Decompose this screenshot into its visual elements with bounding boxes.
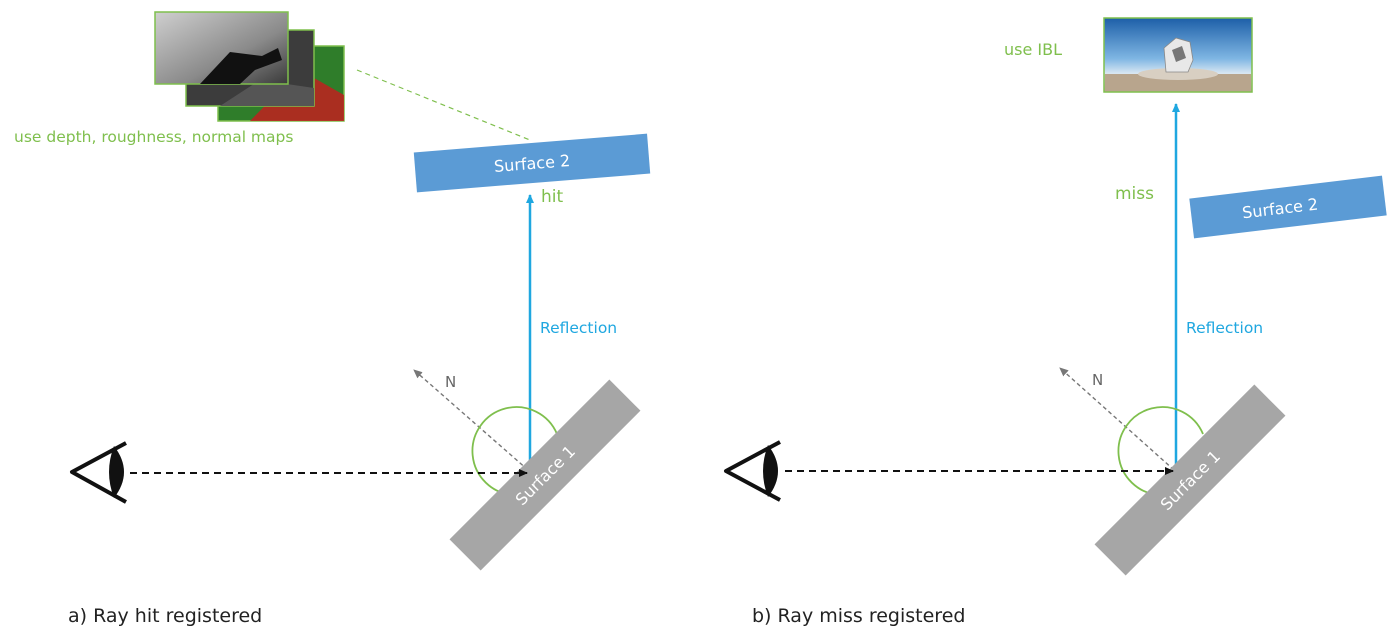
panel-b: use IBL Surface 2 miss Reflection N Surf…: [724, 17, 1387, 627]
maps-label: use depth, roughness, normal maps: [14, 128, 293, 146]
normal-label: N: [1092, 371, 1103, 389]
normal-vector: [413, 369, 529, 471]
maps-leader-line: [356, 69, 531, 141]
normal-label: N: [445, 373, 456, 391]
depth-map-thumbnail: [154, 11, 289, 85]
surface-1-miss: Surface 1: [1094, 384, 1286, 576]
caption-b: b) Ray miss registered: [752, 605, 965, 627]
eye-icon: [724, 440, 781, 502]
reflection-angle-arc: [471, 406, 558, 496]
ibl-label: use IBL: [1004, 40, 1062, 59]
texture-maps-stack: [154, 11, 345, 122]
miss-label: miss: [1115, 184, 1154, 204]
panel-a: use depth, roughness, normal maps Surfac…: [14, 11, 651, 627]
normal-vector: [1059, 367, 1175, 471]
ibl-panorama-thumbnail: [1103, 17, 1253, 93]
hit-label: hit: [541, 187, 563, 207]
surface-1-hit: Surface 1: [449, 379, 641, 571]
reflection-label: Reflection: [1186, 319, 1263, 337]
reflection-angle-arc: [1117, 406, 1204, 496]
surface-2-miss: Surface 2: [1189, 175, 1387, 239]
caption-a: a) Ray hit registered: [68, 605, 262, 627]
reflection-label: Reflection: [540, 319, 617, 337]
surface-2-hit: Surface 2: [413, 133, 651, 193]
eye-icon: [70, 441, 127, 504]
